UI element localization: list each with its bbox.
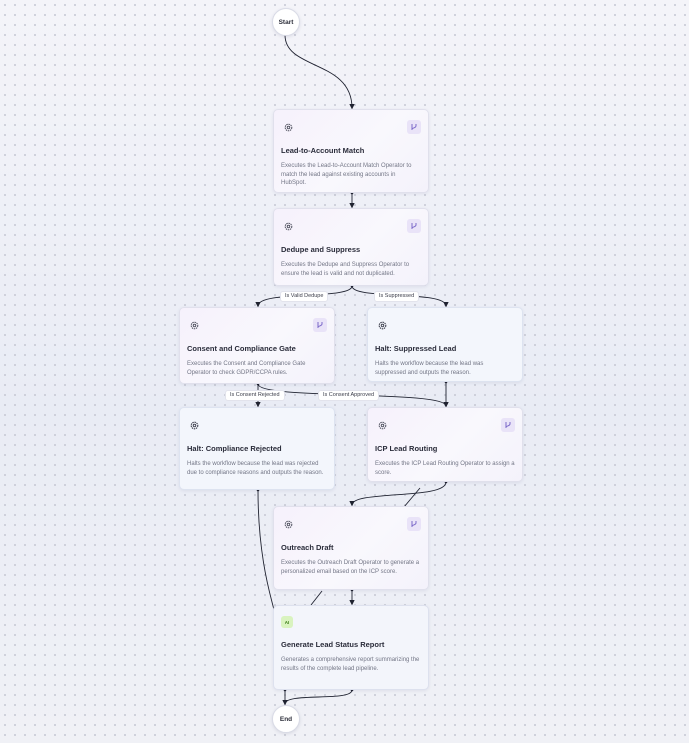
branch-icon[interactable] [407,219,421,233]
node-icp-lead-routing[interactable]: ICP Lead Routing Executes the ICP Lead R… [367,407,523,482]
node-generate-lead-status-report[interactable]: AI Generate Lead Status Report Generates… [273,605,429,690]
node-description: Halts the workflow because the lead was … [375,361,484,376]
gear-icon [281,120,295,134]
node-title: Consent and Compliance Gate [187,344,296,353]
node-description: Executes the ICP Lead Routing Operator t… [375,461,515,476]
edge-label-consent-approved[interactable]: Is Consent Approved [318,390,380,401]
node-title: Dedupe and Suppress [281,245,361,254]
edge-icp-to-outreach [349,481,447,507]
node-lead-to-account-match[interactable]: Lead-to-Account Match Executes the Lead-… [273,109,429,193]
node-title: Halt: Compliance Rejected [187,444,282,453]
node-title: Generate Lead Status Report [281,640,385,649]
node-description: Generates a comprehensive report summari… [281,657,420,672]
node-description: Executes the Outreach Draft Operator to … [281,560,420,575]
node-description: Executes the Consent and Compliance Gate… [187,361,306,376]
ai-badge-icon: AI [281,616,293,628]
gear-icon [281,219,295,233]
start-node[interactable]: Start [272,8,300,36]
gear-icon [187,318,201,332]
node-description: Executes the Dedupe and Suppress Operato… [281,262,410,277]
node-outreach-draft[interactable]: Outreach Draft Executes the Outreach Dra… [273,506,429,590]
edge-icp-passthrough [403,487,421,508]
end-label: End [279,715,293,723]
node-halt-suppressed-lead[interactable]: Halt: Suppressed Lead Halts the workflow… [367,307,523,382]
node-description: Executes the Lead-to-Account Match Opera… [281,163,412,187]
gear-icon [375,318,389,332]
gear-icon [375,418,389,432]
ai-badge-label: AI [284,619,290,625]
edge-label-consent-rejected[interactable]: Is Consent Rejected [225,390,285,401]
edge-label-suppressed[interactable]: Is Suppressed [374,291,420,302]
branch-icon[interactable] [407,517,421,531]
node-halt-compliance-rejected[interactable]: Halt: Compliance Rejected Halts the work… [179,407,335,490]
node-title: Outreach Draft [281,543,334,552]
edge-outreach-passthrough [310,590,323,606]
edge-label-valid-dedupe[interactable]: Is Valid Dedupe [280,291,329,302]
node-title: Halt: Suppressed Lead [375,344,457,353]
node-title: Lead-to-Account Match [281,146,365,155]
end-node[interactable]: End [272,705,300,733]
node-title: ICP Lead Routing [375,444,438,453]
branch-icon[interactable] [501,418,515,432]
edge-report-to-end-b [284,689,353,705]
branch-icon[interactable] [407,120,421,134]
branch-icon[interactable] [313,318,327,332]
edge-start-to-lead-match [284,34,355,110]
gear-icon [187,418,201,432]
node-description: Halts the workflow because the lead was … [187,461,324,476]
start-label: Start [278,18,294,26]
node-dedupe-and-suppress[interactable]: Dedupe and Suppress Executes the Dedupe … [273,208,429,286]
gear-icon [281,517,295,531]
node-consent-and-compliance-gate[interactable]: Consent and Compliance Gate Executes the… [179,307,335,384]
edge-halt-compliance-to-report [257,489,275,611]
